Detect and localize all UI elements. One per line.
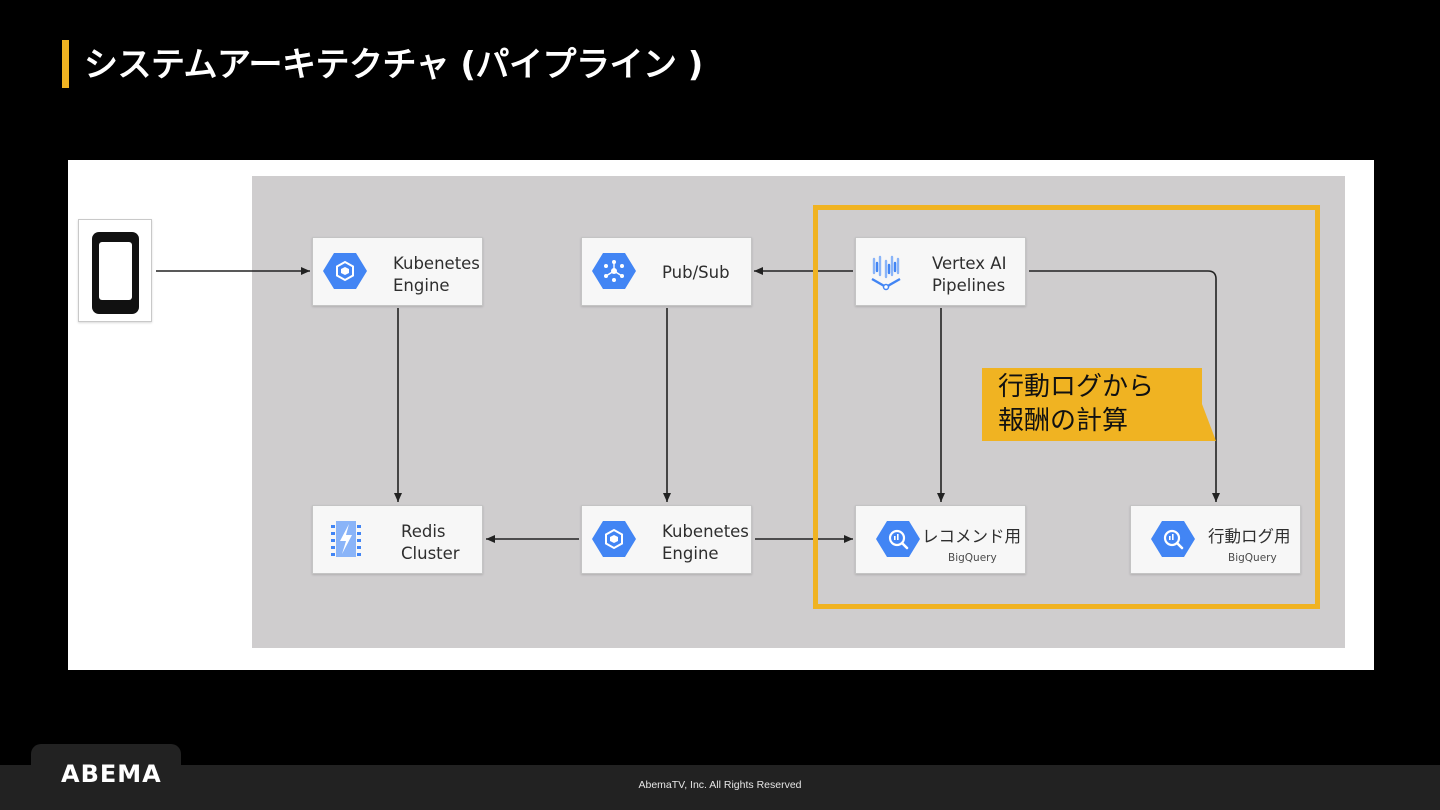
- pipeline-highlight-box: [813, 205, 1320, 609]
- footer-bar: [0, 765, 1440, 810]
- smartphone-icon: [92, 232, 139, 314]
- node-sublabel: BigQuery: [1228, 552, 1277, 564]
- node-redis-cluster: Redis Cluster: [312, 505, 483, 574]
- mobile-client: [78, 219, 152, 322]
- node-label: Kubenetes Engine: [393, 254, 480, 295]
- title-accent-bar: [62, 40, 69, 88]
- node-bigquery-recommend: レコメンド用 BigQuery: [855, 505, 1026, 574]
- kubernetes-engine-icon: [323, 253, 367, 289]
- node-label: Kubenetes Engine: [662, 522, 749, 563]
- pubsub-icon: [592, 253, 636, 289]
- architecture-diagram: Kubenetes Engine Pub/Sub: [68, 160, 1374, 670]
- connector-arrows: [156, 267, 1220, 543]
- bigquery-icon: [876, 521, 920, 557]
- node-label: Pub/Sub: [662, 263, 730, 282]
- node-vertex-ai-pipelines: Vertex AI Pipelines: [855, 237, 1026, 306]
- node-bigquery-log: 行動ログ用 BigQuery: [1130, 505, 1301, 574]
- abema-logo: ABEMA: [61, 760, 162, 788]
- copyright-text: AbemaTV, Inc. All Rights Reserved: [638, 779, 802, 791]
- node-kubernetes-engine-top: Kubenetes Engine: [312, 237, 483, 306]
- vertex-ai-icon: [871, 255, 901, 291]
- node-label: 行動ログ用: [1208, 527, 1291, 546]
- callout-pointer: [1202, 404, 1216, 441]
- slide-title: システムアーキテクチャ (パイプライン ): [84, 45, 703, 85]
- node-kubernetes-engine-bottom: Kubenetes Engine: [581, 505, 752, 574]
- reward-calc-callout: 行動ログから 報酬の計算: [982, 368, 1202, 441]
- node-label: Vertex AI Pipelines: [932, 254, 1007, 295]
- arrow-vertex-to-bq-log: [1029, 270, 1220, 502]
- callout-text: 行動ログから 報酬の計算: [998, 372, 1155, 436]
- node-label: Redis Cluster: [401, 522, 460, 563]
- memorystore-icon: [331, 521, 361, 557]
- node-pubsub: Pub/Sub: [581, 237, 752, 306]
- node-label: レコメンド用: [922, 527, 1021, 546]
- bigquery-icon: [1151, 521, 1195, 557]
- kubernetes-engine-icon: [592, 521, 636, 557]
- node-sublabel: BigQuery: [948, 552, 997, 564]
